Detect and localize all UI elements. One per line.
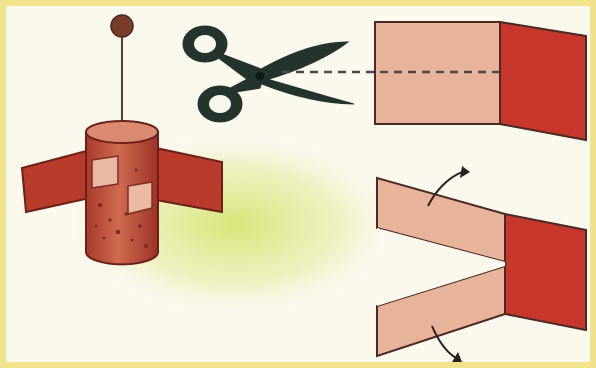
pin-head: [111, 15, 133, 37]
strip-folded-red: [505, 214, 586, 330]
cylinder-patch: [128, 182, 152, 214]
strip-top-red: [500, 22, 586, 140]
cylinder-patch: [92, 156, 118, 188]
cylinder-top: [86, 121, 158, 143]
scissors-pivot: [255, 71, 265, 81]
